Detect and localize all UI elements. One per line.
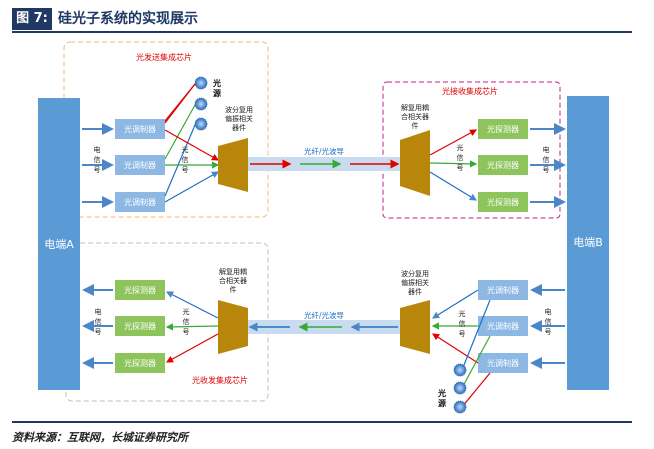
figure-title: 硅光子系统的实现展示: [58, 11, 198, 27]
light-source-label: 光源: [437, 388, 446, 408]
detector-box: [115, 280, 165, 300]
figure-header: 图 7: 硅光子系统的实现展示: [12, 8, 644, 30]
electric-end-a: [38, 98, 80, 390]
bottom-right-modulators: 光调制器 光调制器 光调制器: [478, 280, 528, 373]
mux-device: [400, 300, 430, 354]
demux-device: [400, 130, 430, 196]
electric-signal-label: 电信号: [95, 307, 102, 336]
demux-label: 解复用耦合相关器件: [401, 103, 429, 130]
light-source-icon: [194, 76, 208, 90]
fiber-label: 光纤/光波导: [304, 310, 345, 320]
rxtx-chip-title: 光收发集成芯片: [192, 375, 248, 385]
modulator-box: [478, 353, 528, 373]
light-source-icon: [453, 363, 467, 377]
bottom-left-detectors: 光探测器 光探测器 光探测器: [115, 280, 165, 373]
modulator-label: 光调制器: [487, 285, 519, 295]
light-source-label: 光源: [212, 78, 221, 98]
modulator-label: 光调制器: [124, 160, 156, 170]
figure-tag: 图 7:: [12, 8, 52, 30]
detector-label: 光探测器: [487, 124, 519, 134]
detector-box: [478, 155, 528, 175]
optical-signal-label: 光信号: [457, 143, 464, 172]
demux-device: [218, 300, 248, 354]
modulator-label: 光调制器: [124, 197, 156, 207]
modulator-box: [478, 280, 528, 300]
light-source-icon: [194, 97, 208, 111]
detector-label: 光探测器: [124, 321, 156, 331]
demux-label: 解复用耦合相关器件: [219, 267, 247, 294]
optical-signal-label: 光信号: [459, 309, 466, 338]
mux-label: 波分复用偏振相关器件: [401, 269, 429, 296]
detector-box: [478, 119, 528, 139]
electric-end-b-label: 电端B: [573, 236, 603, 249]
mux-device: [218, 138, 248, 192]
modulator-box: [478, 316, 528, 336]
rx-chip-title: 光接收集成芯片: [442, 86, 498, 96]
bottom-rule: [12, 421, 632, 423]
top-left-modulators: 光调制器 光调制器 光调制器: [115, 119, 165, 212]
source-note: 资料来源：互联网，长城证券研究所: [12, 431, 188, 444]
electric-signal-label: 电信号: [545, 307, 552, 336]
light-source-icon: [453, 381, 467, 395]
modulator-label: 光调制器: [487, 358, 519, 368]
modulator-box: [115, 192, 165, 212]
detector-box: [115, 316, 165, 336]
modulator-label: 光调制器: [487, 321, 519, 331]
modulator-box: [115, 119, 165, 139]
detector-box: [478, 192, 528, 212]
modulator-label: 光调制器: [124, 124, 156, 134]
top-rule: [12, 31, 632, 33]
optical-signal-label: 光信号: [183, 307, 190, 336]
electric-end-a-label: 电端A: [44, 238, 74, 251]
electric-end-b: [567, 96, 609, 390]
detector-label: 光探测器: [487, 197, 519, 207]
detector-label: 光探测器: [487, 160, 519, 170]
light-source-icon: [453, 400, 467, 414]
detector-label: 光探测器: [124, 358, 156, 368]
electric-signal-label: 电信号: [94, 145, 101, 174]
electric-signal-label: 电信号: [543, 145, 550, 174]
optical-signal-label: 光信号: [182, 145, 189, 174]
top-right-detectors: 光探测器 光探测器 光探测器: [478, 119, 528, 212]
mux-label: 波分复用偏振相关器件: [225, 105, 253, 132]
rx-chip-region: [382, 81, 561, 219]
tx-chip-title: 光发送集成芯片: [136, 52, 192, 62]
detector-label: 光探测器: [124, 285, 156, 295]
light-source-icon: [194, 117, 208, 131]
detector-box: [115, 353, 165, 373]
fiber-label: 光纤/光波导: [304, 146, 345, 156]
modulator-box: [115, 155, 165, 175]
